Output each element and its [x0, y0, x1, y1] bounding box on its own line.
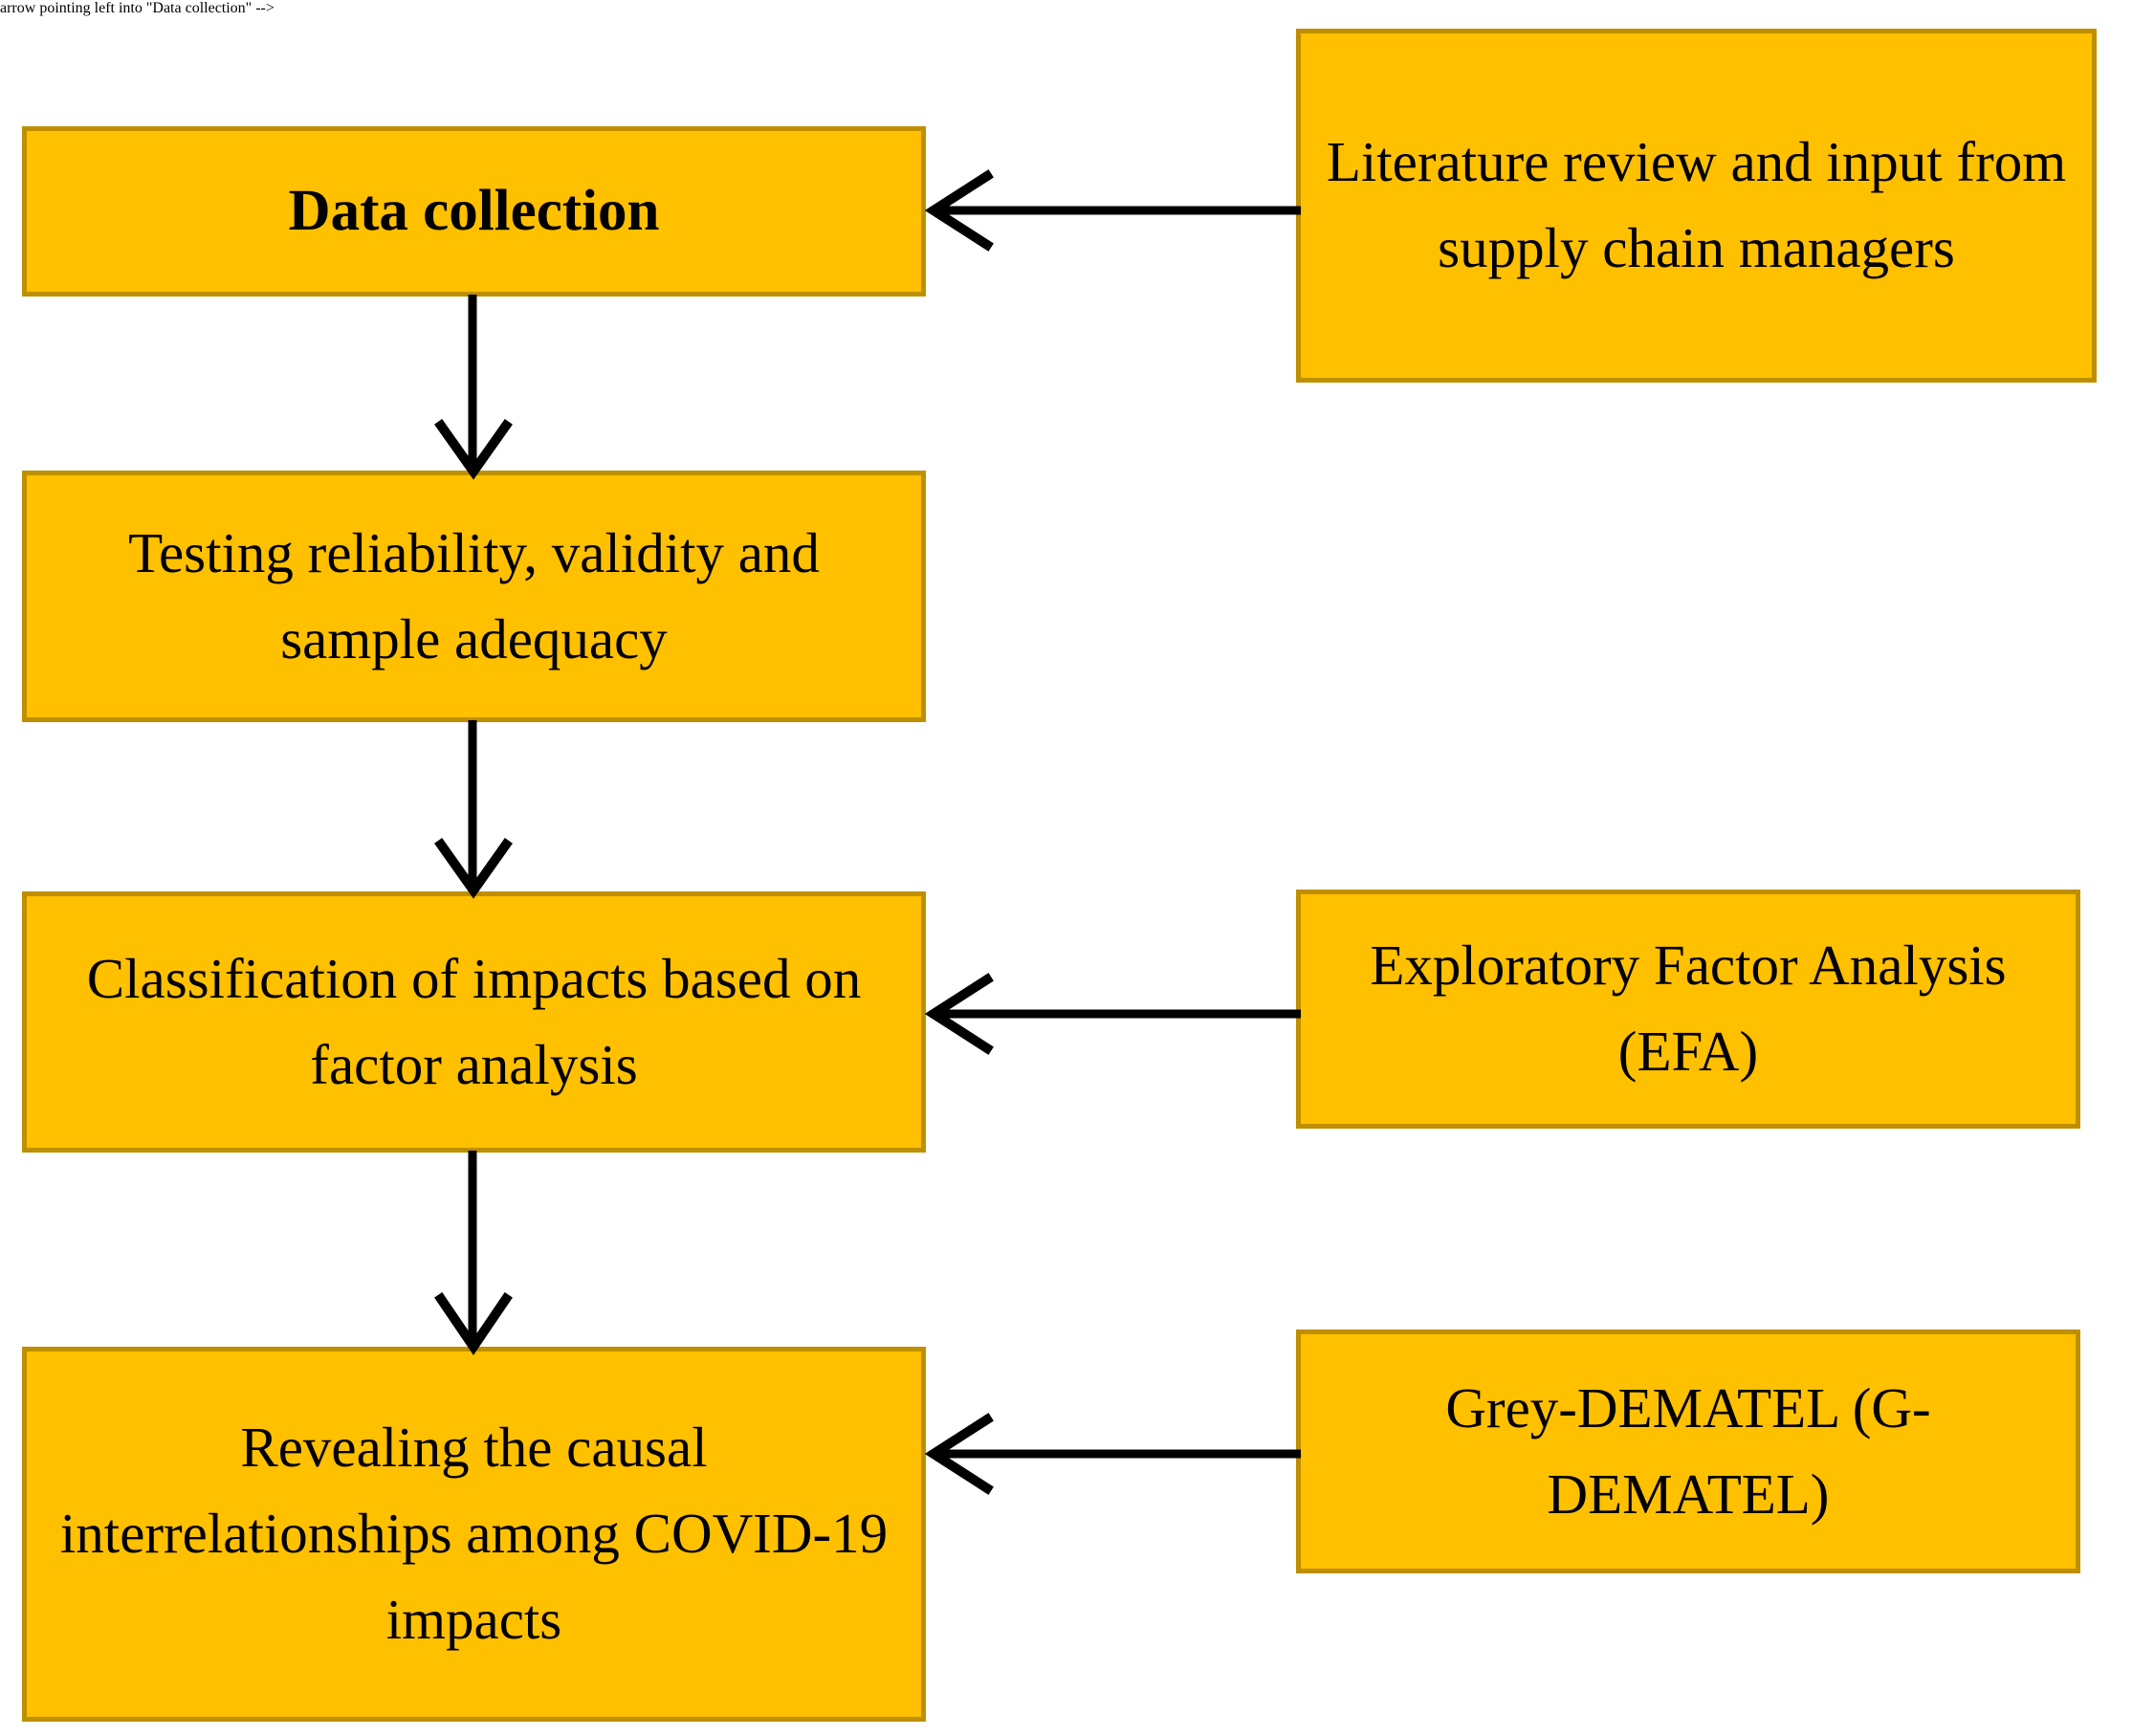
node-label: Exploratory Factor Analysis (EFA)	[1370, 934, 2007, 1083]
connector-testing-to-classification	[430, 717, 517, 899]
node-literature-review[interactable]: Literature review and input from supply …	[1296, 29, 2097, 383]
connector-classification-to-revealing	[430, 1148, 517, 1355]
node-label: Classification of impacts based on facto…	[86, 946, 862, 1096]
node-data-collection[interactable]: Data collection	[22, 126, 926, 297]
node-classification-of-impacts[interactable]: Classification of impacts based on facto…	[22, 891, 926, 1153]
node-label: Testing reliability, validity and sample…	[128, 520, 820, 670]
connector-efa-to-classification	[918, 956, 1310, 1071]
node-label: Literature review and input from supply …	[1326, 130, 2067, 279]
node-testing-reliability[interactable]: Testing reliability, validity and sample…	[22, 471, 926, 722]
connector-data-collection-to-testing	[430, 292, 517, 480]
node-label: Data collection	[288, 178, 660, 243]
node-label: Revealing the causal interrelationships …	[59, 1416, 889, 1651]
node-revealing-causal-interrelationships[interactable]: Revealing the causal interrelationships …	[22, 1347, 926, 1722]
connector-dematel-to-revealing	[918, 1396, 1310, 1511]
connector-literature-to-data-collection	[918, 169, 1310, 287]
node-grey-dematel[interactable]: Grey-DEMATEL (G-DEMATEL)	[1296, 1329, 2080, 1573]
node-label: Grey-DEMATEL (G-DEMATEL)	[1445, 1375, 1931, 1526]
node-exploratory-factor-analysis[interactable]: Exploratory Factor Analysis (EFA)	[1296, 890, 2080, 1129]
